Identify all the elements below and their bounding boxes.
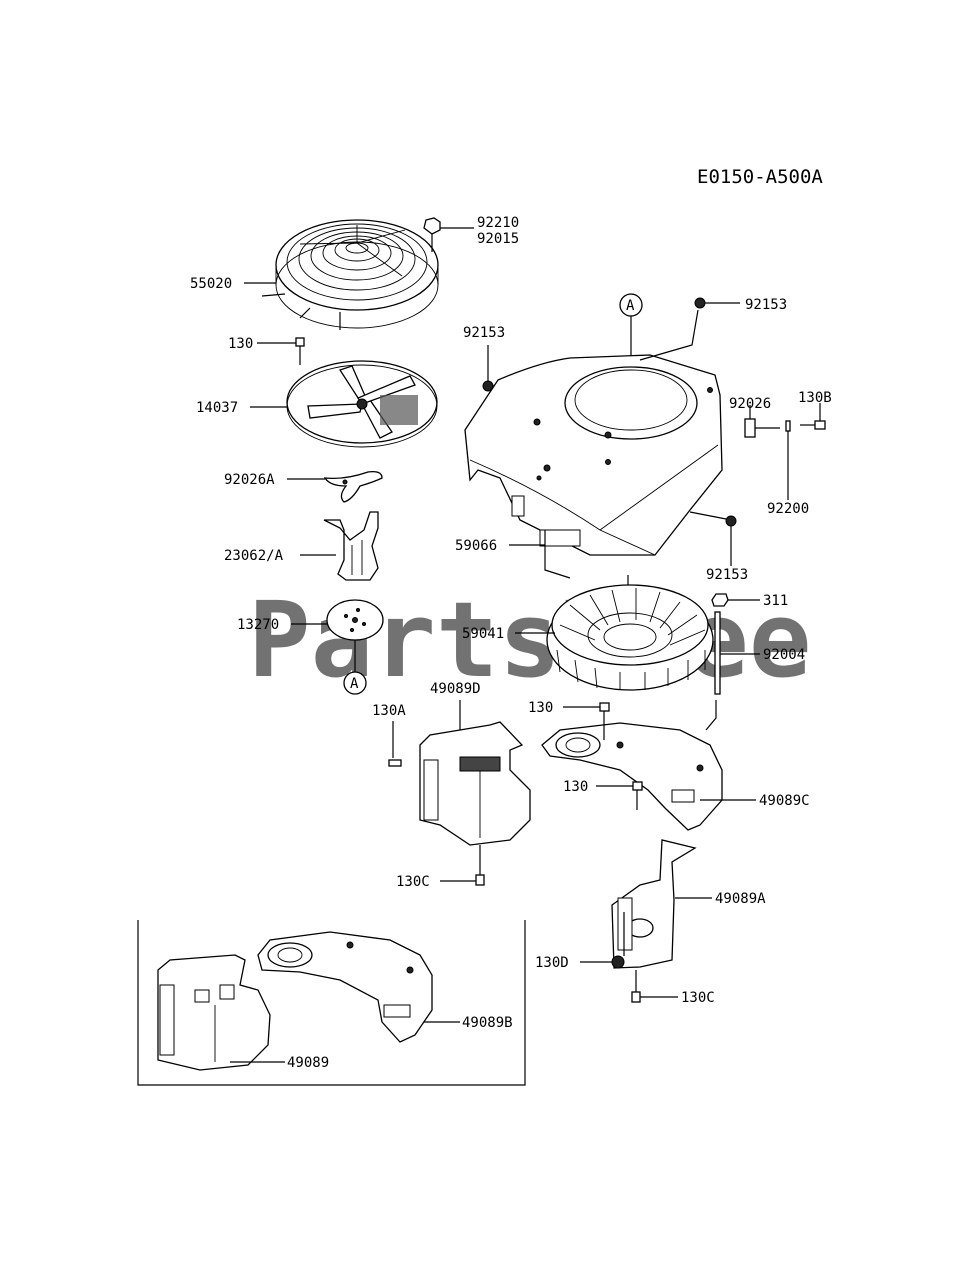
part-130A-bolt[interactable] bbox=[388, 721, 402, 767]
label-14037: 14037 bbox=[196, 400, 238, 416]
label-92153-right: 92153 bbox=[706, 567, 748, 583]
part-92153-bolt-right[interactable] bbox=[689, 511, 737, 566]
label-130C-b: 130C bbox=[681, 990, 715, 1006]
part-130B-bolt[interactable] bbox=[800, 403, 826, 430]
part-92026-spacer[interactable] bbox=[744, 405, 780, 438]
label-130-mid1: 130 bbox=[528, 700, 553, 716]
label-49089: 49089 bbox=[287, 1055, 329, 1071]
part-130C-bolt-a[interactable] bbox=[440, 845, 485, 886]
part-49089C-shroud[interactable] bbox=[541, 700, 756, 831]
label-49089C: 49089C bbox=[759, 793, 810, 809]
label-92200: 92200 bbox=[767, 501, 809, 517]
part-92200-pin[interactable] bbox=[785, 420, 791, 500]
label-59066: 59066 bbox=[455, 538, 497, 554]
label-92004: 92004 bbox=[763, 647, 805, 663]
part-49089B-shroud[interactable] bbox=[257, 931, 460, 1043]
part-311-nut[interactable] bbox=[711, 593, 760, 607]
label-311: 311 bbox=[763, 593, 788, 609]
label-130-top: 130 bbox=[228, 336, 253, 352]
label-92153-top: 92153 bbox=[745, 297, 787, 313]
label-130B: 130B bbox=[798, 390, 832, 406]
part-49089D-shroud[interactable] bbox=[419, 700, 531, 846]
label-130D: 130D bbox=[535, 955, 569, 971]
diagram-code: E0150-A500A bbox=[697, 166, 823, 188]
part-130-bolt-top[interactable] bbox=[295, 337, 305, 365]
label-59041: 59041 bbox=[462, 626, 504, 642]
part-23062A-bracket[interactable] bbox=[323, 511, 379, 581]
label-130A: 130A bbox=[372, 703, 406, 719]
svg-text:A: A bbox=[350, 676, 359, 692]
label-92210: 92210 bbox=[477, 215, 519, 231]
part-55020-screen[interactable] bbox=[261, 219, 439, 330]
label-49089A: 49089A bbox=[715, 891, 766, 907]
part-130-bolt-mid1[interactable] bbox=[563, 702, 610, 740]
label-92026A: 92026A bbox=[224, 472, 275, 488]
label-55020: 55020 bbox=[190, 276, 232, 292]
part-49089A-shroud[interactable] bbox=[611, 839, 712, 969]
part-92026A-bracket[interactable] bbox=[323, 470, 383, 503]
svg-text:A: A bbox=[626, 298, 635, 314]
label-49089B: 49089B bbox=[462, 1015, 513, 1031]
label-92153-left: 92153 bbox=[463, 325, 505, 341]
part-59066-housing[interactable] bbox=[464, 354, 723, 579]
part-92004-stud[interactable] bbox=[714, 611, 760, 695]
part-92153-bolt-top[interactable] bbox=[639, 297, 740, 361]
label-92015: 92015 bbox=[477, 231, 519, 247]
part-92153-bolt-left[interactable] bbox=[482, 345, 494, 392]
label-49089D: 49089D bbox=[430, 681, 481, 697]
part-92210-nut[interactable] bbox=[423, 217, 441, 252]
part-130D-bolt[interactable] bbox=[580, 912, 625, 969]
part-130C-bolt-b[interactable] bbox=[631, 970, 678, 1003]
inset-box bbox=[137, 920, 526, 1086]
part-130-bolt-mid2[interactable] bbox=[596, 781, 643, 810]
reference-marker-bottom: A bbox=[343, 671, 367, 695]
label-23062A: 23062/A bbox=[224, 548, 284, 564]
label-130C-a: 130C bbox=[396, 874, 430, 890]
part-59041-fan[interactable] bbox=[546, 575, 714, 691]
part-49089-shroud[interactable] bbox=[157, 954, 285, 1071]
label-130-mid2: 130 bbox=[563, 779, 588, 795]
part-13270-disc[interactable] bbox=[326, 599, 384, 672]
part-14037-plate[interactable] bbox=[286, 360, 438, 448]
label-92026: 92026 bbox=[729, 396, 771, 412]
label-13270: 13270 bbox=[237, 617, 279, 633]
